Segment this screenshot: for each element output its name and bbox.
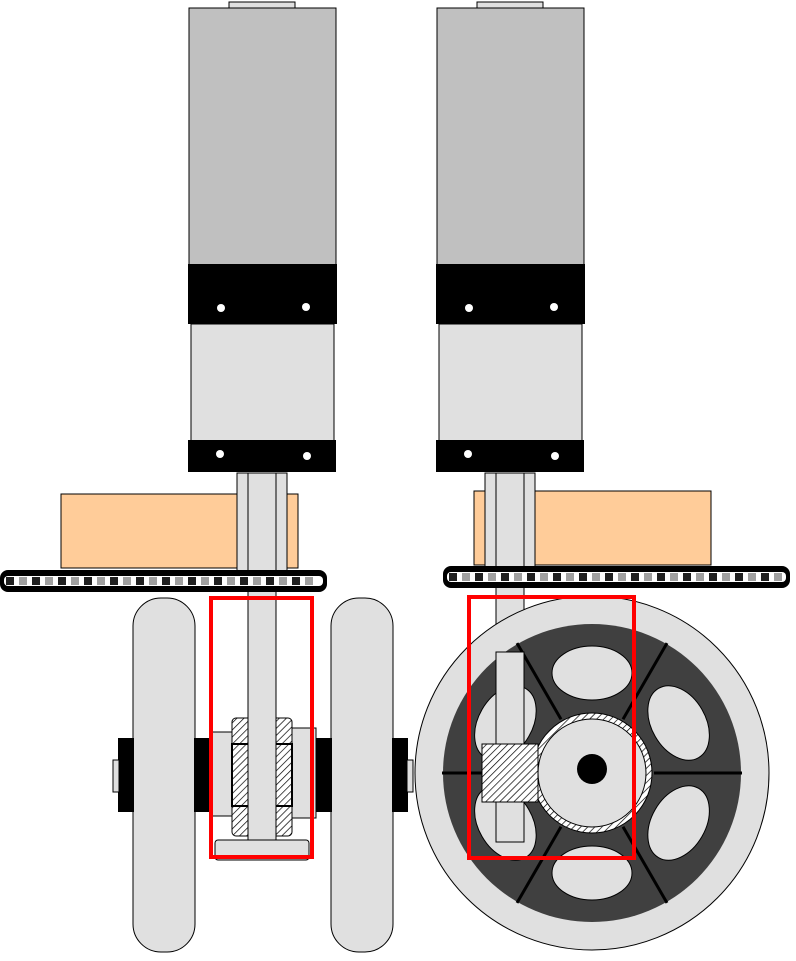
front-wheel-left	[132, 597, 196, 953]
axle-spacer-left	[209, 731, 235, 817]
band-hole	[550, 303, 558, 311]
motor-body	[188, 7, 337, 267]
chain-link	[84, 577, 92, 585]
motor-band-upper	[188, 264, 337, 324]
chain-link	[58, 577, 66, 585]
chain-link	[475, 573, 483, 581]
chain-link	[214, 577, 222, 585]
chain-link	[592, 573, 600, 581]
chain-link	[71, 577, 79, 585]
chain-link	[670, 573, 678, 581]
wheel-cutout	[647, 685, 710, 761]
wheel-spoke	[621, 825, 669, 904]
chain-front	[0, 570, 327, 592]
chain-link	[45, 577, 53, 585]
chain-link	[722, 573, 730, 581]
chain-link	[32, 577, 40, 585]
wheel-cutout	[647, 785, 710, 861]
front-wheel-right	[330, 597, 394, 953]
axle-nut-outer-right	[392, 738, 408, 812]
band-hole	[551, 452, 559, 460]
chain-link	[709, 573, 717, 581]
chain-link	[279, 577, 287, 585]
chain-link	[566, 573, 574, 581]
gearbox-body	[438, 323, 583, 443]
chain-link	[696, 573, 704, 581]
chain-link	[683, 573, 691, 581]
chain-link	[501, 573, 509, 581]
chain-link	[110, 577, 118, 585]
wheel-spoke	[515, 825, 563, 904]
chain-link	[266, 577, 274, 585]
chain-side	[443, 566, 790, 588]
chain-link	[553, 573, 561, 581]
axle-cap-left	[112, 759, 120, 793]
axle-bore	[577, 754, 607, 784]
axle-nut-outer-left	[118, 738, 134, 812]
chain-link	[631, 573, 639, 581]
chain-link	[761, 573, 769, 581]
chain-link	[253, 577, 261, 585]
chain-link	[6, 577, 14, 585]
chain-link	[644, 573, 652, 581]
chain-link	[748, 573, 756, 581]
chain-link	[540, 573, 548, 581]
band-hole	[464, 450, 472, 458]
side-view	[414, 1, 790, 951]
chain-link	[605, 573, 613, 581]
output-shaft-lower	[247, 597, 277, 844]
chain-link	[618, 573, 626, 581]
chain-link	[292, 577, 300, 585]
wheel-cutout	[551, 845, 633, 901]
front-view	[0, 1, 414, 953]
chain-link	[240, 577, 248, 585]
chain-link	[136, 577, 144, 585]
chain-link	[162, 577, 170, 585]
motor-band-upper	[436, 264, 585, 324]
chain-link	[175, 577, 183, 585]
chain-link	[97, 577, 105, 585]
axle-nut-inner-left	[194, 738, 210, 812]
band-hole	[465, 304, 473, 312]
chain-link	[123, 577, 131, 585]
band-hole	[217, 304, 225, 312]
chain-link	[488, 573, 496, 581]
chain-link	[149, 577, 157, 585]
chain-link	[735, 573, 743, 581]
chain-link	[579, 573, 587, 581]
chain-link	[305, 577, 313, 585]
highlight-box-side	[467, 595, 636, 860]
chain-link	[657, 573, 665, 581]
highlight-box-front	[209, 596, 314, 859]
gearbox-body	[190, 323, 335, 443]
band-hole	[303, 452, 311, 460]
axle-cap-right	[406, 759, 414, 793]
chain-link	[462, 573, 470, 581]
wheel-spoke	[621, 642, 669, 721]
motor-body	[436, 7, 585, 267]
chain-link	[201, 577, 209, 585]
motor-band-lower	[436, 440, 584, 472]
chain-link	[19, 577, 27, 585]
axle-nut-inner-right	[316, 738, 332, 812]
motor-band-lower	[188, 440, 336, 472]
chain-link	[188, 577, 196, 585]
chain-link	[449, 573, 457, 581]
wheel-cutout	[551, 645, 633, 701]
chain-link	[514, 573, 522, 581]
band-hole	[216, 450, 224, 458]
band-hole	[302, 303, 310, 311]
bearing-block-side	[481, 743, 539, 803]
chain-link	[774, 573, 782, 581]
chain-link	[227, 577, 235, 585]
chain-link	[527, 573, 535, 581]
